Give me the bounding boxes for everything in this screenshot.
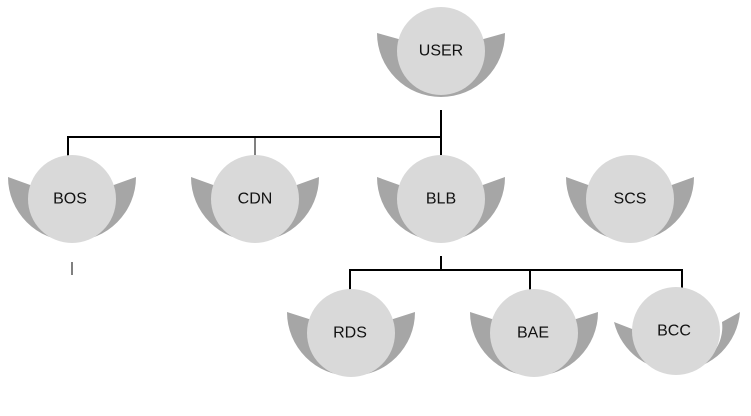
- node-bcc-disc: [632, 287, 720, 375]
- node-rds-disc: [307, 289, 395, 377]
- node-cdn-disc: [211, 155, 299, 243]
- node-bae: BAE: [470, 289, 598, 377]
- node-cdn: CDN: [191, 155, 319, 243]
- node-bae-label: BAE: [517, 325, 549, 342]
- node-bcc: BCC: [614, 287, 740, 375]
- node-blb-label: BLB: [426, 191, 456, 208]
- node-blb-disc: [397, 155, 485, 243]
- node-scs: SCS: [566, 155, 694, 243]
- node-bcc-label: BCC: [657, 323, 691, 340]
- node-user-disc: [397, 7, 485, 95]
- node-scs-label: SCS: [614, 191, 647, 208]
- node-bae-disc: [490, 289, 578, 377]
- node-rds: RDS: [287, 289, 415, 377]
- node-user-label: USER: [419, 43, 463, 60]
- node-bos-label: BOS: [53, 191, 87, 208]
- node-bos: BOS: [8, 155, 136, 243]
- node-rds-label: RDS: [333, 325, 367, 342]
- edge-blb-rds: [349, 256, 442, 297]
- node-blb: BLB: [377, 155, 505, 243]
- node-scs-disc: [586, 155, 674, 243]
- node-bos-disc: [28, 155, 116, 243]
- node-user: USER: [377, 7, 505, 97]
- connectors: [67, 110, 683, 300]
- node-cdn-label: CDN: [238, 191, 273, 208]
